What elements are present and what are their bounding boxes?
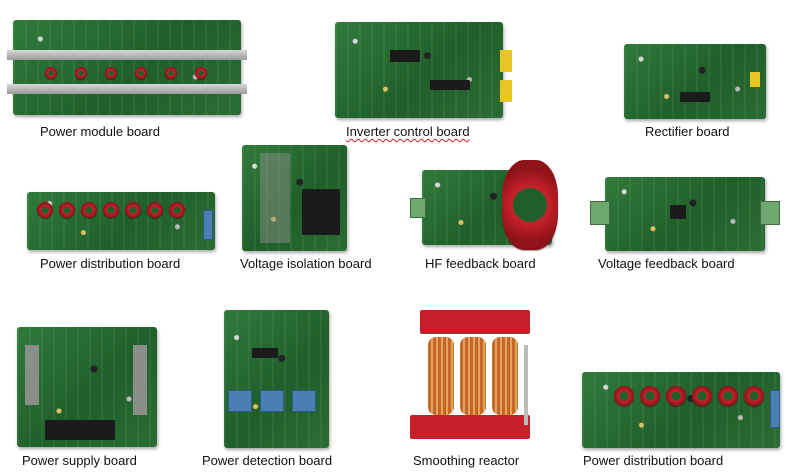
caption-voltage-feedback-board: Voltage feedback board (598, 256, 735, 271)
caption-inverter-control-board: Inverter control board (346, 124, 470, 139)
power-distribution-board-2-photo (580, 370, 785, 450)
caption-voltage-isolation-board: Voltage isolation board (240, 256, 372, 271)
caption-power-detection-board: Power detection board (202, 453, 333, 468)
power-detection-board-photo (222, 308, 332, 450)
caption-power-distribution-board: Power distribution board (40, 256, 181, 271)
power-supply-board-photo (15, 325, 160, 450)
power-module-board-photo (5, 12, 250, 120)
caption-rectifier-board: Rectifier board (645, 124, 730, 139)
voltage-feedback-board-photo (590, 175, 780, 255)
power-distribution-board-photo (25, 190, 220, 252)
caption-hf-feedback-board: HF feedback board (425, 256, 536, 271)
smoothing-reactor-photo (410, 305, 550, 450)
inverter-control-board-photo (330, 20, 515, 120)
hf-feedback-board-photo (410, 160, 565, 255)
caption-power-distribution-board-2: Power distribution board (583, 453, 724, 468)
caption-smoothing-reactor: Smoothing reactor (413, 453, 520, 468)
rectifier-board-photo (620, 42, 770, 122)
caption-power-supply-board: Power supply board (22, 453, 137, 468)
caption-power-module-board: Power module board (40, 124, 160, 139)
voltage-isolation-board-photo (240, 143, 350, 253)
